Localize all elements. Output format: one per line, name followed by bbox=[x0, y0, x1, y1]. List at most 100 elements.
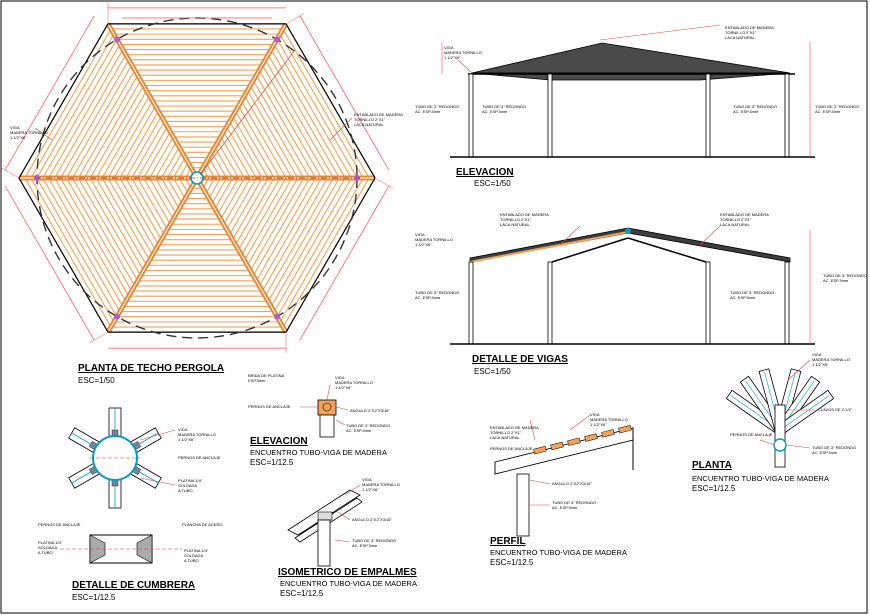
note-pernos-ridge: PERNOS DE ANCLAJE bbox=[178, 455, 221, 460]
roof-plan-leader bbox=[34, 127, 53, 141]
dimension-line bbox=[299, 15, 390, 171]
ridge-detail-title: DETALLE DE CUMBRERA bbox=[72, 580, 196, 591]
note-angulo-perfil: ANGULO 2"X2"X3/16" bbox=[552, 481, 592, 486]
note-entablado-plan: ENTABLADO DE MADERA TORNILLO 2"X1" LACA … bbox=[354, 112, 403, 127]
note-tubo-vigas-1: TUBO DE 3" REDONDO AC. ESP.3mm bbox=[415, 290, 460, 300]
joint-elevation-tube bbox=[319, 414, 335, 438]
note-tubo-vigas-3: TUBO DE 3" REDONDO AC. ESP.3mm bbox=[823, 273, 868, 283]
roof-plan-column-nodes bbox=[34, 36, 360, 320]
dimension-extension bbox=[89, 331, 109, 343]
profile-slat bbox=[601, 429, 615, 438]
note-tubo-elev-4: TUBO DE 3" REDONDO AC. ESP.3mm bbox=[815, 104, 860, 114]
roof-plan-dimensions bbox=[0, 3, 394, 353]
roof-plan-scale: ESC=1/50 bbox=[78, 376, 115, 385]
roof-plan-title: PLANTA DE TECHO PERGOLA bbox=[78, 363, 225, 374]
joint-elevation-drawing bbox=[300, 384, 349, 438]
elevation-drawing bbox=[441, 24, 815, 158]
beam-detail-drawing bbox=[450, 225, 815, 345]
note-entablado-vigas-1: ENTABLADO DE MADERA TORNILLO 2"X1" LACA … bbox=[500, 212, 549, 227]
beam-detail-scale: ESC=1/50 bbox=[474, 367, 511, 376]
note-entablado-elev: ENTABLADO DE MADERA TORNILLO 2"X1" LACA … bbox=[725, 25, 774, 40]
isometric-tube bbox=[317, 519, 331, 567]
note-viga-plan: VIGA MADERA TORNILLO 1 1/2"X6" bbox=[10, 125, 48, 140]
isometric-connector bbox=[317, 511, 333, 521]
dimension-extension bbox=[285, 13, 305, 25]
elevation-column bbox=[784, 73, 790, 158]
joint-plan-scale: ESC=1/12.5 bbox=[692, 484, 736, 493]
joint-plan-title: PLANTA bbox=[692, 460, 732, 471]
isometric-subtitle: ENCUENTRO TUBO-VIGA DE MADERA bbox=[280, 579, 417, 588]
profile-slat bbox=[533, 445, 547, 455]
elevation-roof bbox=[471, 42, 791, 81]
ridge-axis bbox=[133, 432, 159, 448]
note-platina-ridge-2: PLATINA 1/4" SOLDADA A TUBO bbox=[38, 540, 63, 555]
note-pernos-ridge-2: PERNOS DE ANCLAJE bbox=[38, 522, 81, 527]
profile-slats bbox=[533, 424, 632, 455]
ridge-axis bbox=[71, 468, 97, 484]
note-angulo-joint: ANGULO 2"X2"X3/16" bbox=[350, 408, 390, 413]
beam-detail-column bbox=[468, 261, 474, 345]
note-clavos-planta: CLAVOS DE 2-1/2" bbox=[818, 407, 853, 412]
ridge-arm bbox=[108, 407, 122, 441]
joint-elevation-subtitle: ENCUENTRO TUBO-VIGA DE MADERA bbox=[250, 448, 387, 457]
beam-detail-column bbox=[547, 261, 553, 345]
dimension-extension bbox=[0, 167, 20, 179]
note-tubo-vigas-2: TUBO DE 3" REDONDO AC. ESP.3mm bbox=[730, 290, 775, 300]
profile-title: PERFIL bbox=[490, 536, 526, 547]
note-angulo-iso: ANGULO 2"X2"X3/16" bbox=[352, 517, 392, 522]
roof-rafter-core bbox=[196, 23, 287, 179]
elevation-scale: ESC=1/50 bbox=[474, 179, 511, 188]
note-tubo-planta: TUBO DE 3" REDONDO AC. ESP.3mm bbox=[812, 445, 857, 455]
roof-plan-leader bbox=[199, 49, 296, 176]
note-entablado-vigas-2: ENTABLADO DE MADERA TORNILLO 2"X1" LACA … bbox=[720, 212, 769, 227]
elevation-column bbox=[547, 73, 553, 158]
note-viga-iso: VIGA MADERA TORNILLO 1 1/2"X6" bbox=[362, 477, 400, 492]
joint-elevation-title: ELEVACION bbox=[250, 436, 308, 447]
ridge-axis bbox=[71, 432, 97, 448]
joint-elevation-beam bbox=[317, 399, 337, 416]
profile-slat bbox=[550, 441, 564, 451]
column-node bbox=[114, 36, 120, 43]
beam-detail-column bbox=[784, 261, 790, 345]
dimension-extension bbox=[374, 177, 394, 189]
beam-detail-column bbox=[705, 261, 711, 345]
isometric-title: ISOMETRICO DE EMPALMES bbox=[278, 567, 417, 578]
roof-rafter-core bbox=[107, 23, 198, 179]
profile-tube bbox=[516, 473, 530, 537]
roof-plan-leader bbox=[329, 117, 353, 141]
note-entablado-perfil: ENTABLADO DE MADERA TORNILLO 2"X1" LACA … bbox=[490, 425, 539, 440]
note-tubo-elev-1: TUBO DE 3" REDONDO AC. ESP.3mm bbox=[415, 104, 460, 114]
profile-subtitle: ENCUENTRO TUBO-VIGA DE MADERA bbox=[490, 548, 627, 557]
dimension-line bbox=[299, 185, 390, 341]
note-pernos-planta: PERNOS DE ANCLAJE bbox=[730, 432, 773, 437]
note-tubo-elev-3: TUBO DE 3" REDONDO AC. ESP.3mm bbox=[733, 104, 778, 114]
note-pernos-perfil: PERNOS DE ANCLAJE bbox=[490, 446, 533, 451]
note-platina-ridge: PLATINA 1/4" SOLDADA A TUBO bbox=[178, 478, 203, 493]
column-node bbox=[274, 36, 280, 43]
profile-slat bbox=[567, 437, 581, 446]
beam-detail-title: DETALLE DE VIGAS bbox=[472, 354, 568, 365]
note-viga-elev: VIGA MADERA TORNILLO 1 1/2"X6" bbox=[444, 45, 482, 60]
joint-plan-beams bbox=[725, 368, 835, 435]
roof-rafter-core bbox=[196, 177, 287, 333]
profile-slat bbox=[618, 424, 632, 434]
note-tubo-elev-2: TUBO DE 3" REDONDO AC. ESP.3mm bbox=[482, 104, 527, 114]
note-platina-ridge-3: PLATINA 1/4" SOLDADA A TUBO bbox=[184, 548, 209, 563]
profile-drawing bbox=[494, 414, 634, 537]
note-plancha-ridge: PLANCHA DE ACERO bbox=[182, 522, 223, 527]
column-node bbox=[114, 313, 120, 320]
note-tubo-joint: TUBO DE 3" REDONDO AC. ESP.3mm bbox=[346, 423, 391, 433]
note-tubo-perfil: TUBO DE 3" REDONDO AC. ESP.3mm bbox=[552, 500, 597, 510]
dimension-line bbox=[4, 185, 95, 341]
joint-plan-drawing bbox=[725, 359, 835, 468]
note-viga-ridge: VIGA MADERA TORNILLO 1 1/2"X6" bbox=[178, 427, 216, 442]
note-pernos-joint: PERNOS DE ANCLAJE bbox=[248, 404, 291, 409]
note-brida-joint: BRIDA DE PLATINA ESP.3mm bbox=[248, 373, 285, 383]
isometric-drawing bbox=[287, 484, 363, 567]
roof-rafter-core bbox=[107, 177, 198, 333]
joint-beam-axis bbox=[783, 395, 830, 428]
note-viga-vigas: VIGA MADERA TORNILLO 1 1/2"X6" bbox=[415, 232, 453, 247]
note-viga-planta: VIGA MADERA TORNILLO 1 1/2"X6" bbox=[812, 352, 850, 367]
